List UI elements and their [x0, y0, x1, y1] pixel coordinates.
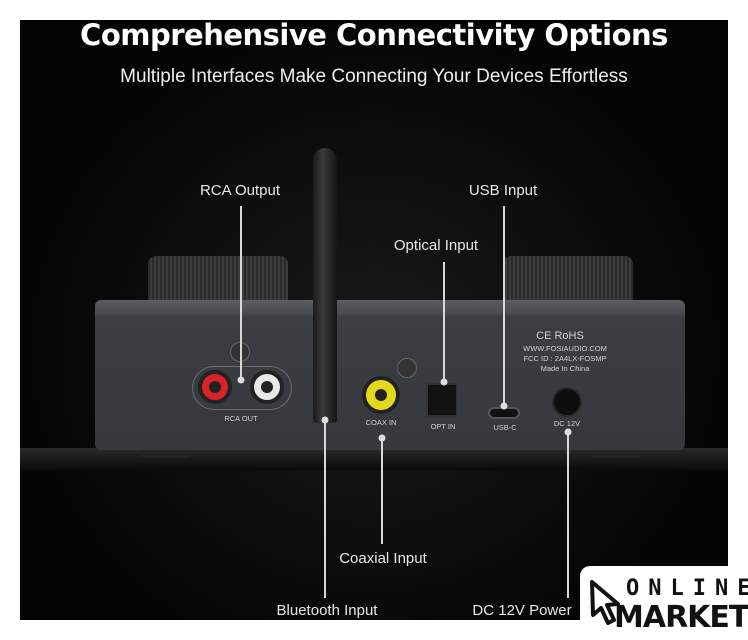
coax-in-label: COAX IN	[365, 418, 397, 427]
dc-jack	[552, 387, 582, 417]
usb-input-callout: USB Input	[468, 182, 538, 199]
coaxial-input-callout: Coaxial Input	[339, 550, 427, 567]
logo-line1: ONLINE	[626, 576, 748, 601]
device-back-panel	[95, 300, 685, 450]
screw-icon	[397, 358, 417, 378]
optical-callout-line	[443, 262, 445, 382]
dc-callout-dot	[564, 428, 572, 436]
cursor-icon	[590, 580, 620, 625]
rca-housing	[192, 366, 292, 410]
optical-input-callout: Optical Input	[393, 237, 479, 254]
bluetooth-antenna	[313, 148, 337, 423]
usb-callout-dot	[500, 402, 508, 410]
dc-callout-line	[567, 432, 569, 598]
online-market-logo: ONLINE MARKET	[580, 566, 748, 640]
page-subtitle: Multiple Interfaces Make Connecting Your…	[120, 66, 628, 87]
cert-marks: CE RoHS	[536, 330, 584, 342]
table-surface	[20, 448, 728, 470]
left-knob	[148, 256, 288, 302]
rca-out-label: RCA OUT	[224, 414, 258, 423]
optical-callout-dot	[440, 378, 448, 386]
logo-line2: MARKET	[614, 600, 748, 635]
page-title: Comprehensive Connectivity Options	[80, 18, 668, 52]
foot-right	[590, 450, 640, 458]
right-knob	[503, 256, 633, 302]
rca-callout-line	[240, 206, 242, 380]
usb-c-label: USB-C	[493, 423, 517, 432]
optical-port	[426, 383, 458, 417]
rca-output-callout: RCA Output	[199, 182, 281, 199]
bluetooth-callout-dot	[321, 416, 329, 424]
opt-in-label: OPT IN	[430, 422, 456, 431]
website-text: WWW.FOSIAUDIO.COM	[523, 344, 607, 353]
foot-left	[140, 450, 190, 458]
usb-callout-line	[503, 206, 505, 406]
rca-red-jack	[198, 370, 232, 404]
rca-white-jack	[250, 370, 284, 404]
fcc-id-text: FCC ID : 2A4LX-FOSMP	[523, 354, 607, 363]
dc-power-callout: DC 12V Power	[472, 602, 572, 619]
dc-12v-label: DC 12V	[553, 419, 581, 428]
origin-text: Made In China	[540, 364, 590, 373]
bluetooth-callout-line	[324, 420, 326, 598]
coax-callout-dot	[378, 434, 386, 442]
rca-callout-dot	[237, 376, 245, 384]
coax-yellow-jack	[362, 376, 400, 414]
coax-callout-line	[381, 438, 383, 544]
bluetooth-input-callout: Bluetooth Input	[276, 602, 378, 619]
